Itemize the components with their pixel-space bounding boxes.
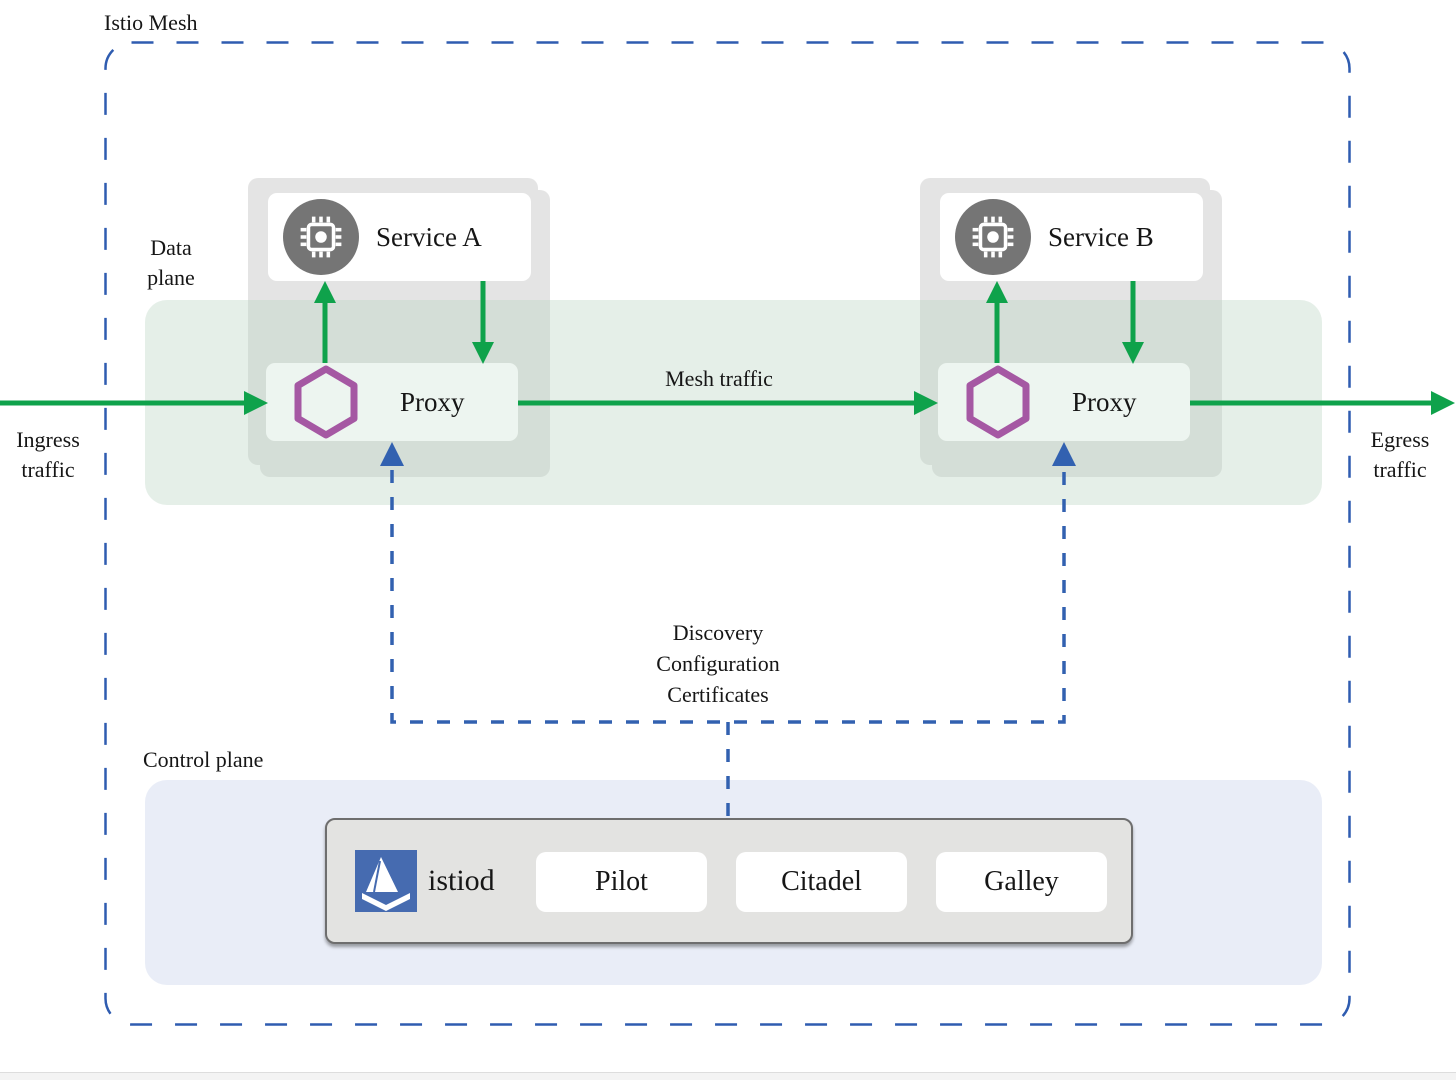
proxy-a-label: Proxy	[400, 386, 465, 417]
chip-icon	[283, 199, 359, 275]
ingress-label-line1: Ingress	[16, 427, 80, 452]
data-plane-label: Data plane	[115, 233, 227, 293]
service-a-name: Service A	[376, 221, 482, 252]
control-link-line1: Discovery	[672, 620, 764, 645]
proxy-b-box: Proxy	[938, 363, 1190, 441]
service-a-box: Service A	[268, 193, 531, 281]
control-link-label: Discovery Configuration Certificates	[568, 617, 868, 710]
mesh-traffic-label: Mesh traffic	[665, 366, 773, 391]
data-plane-label-line2: plane	[147, 265, 195, 290]
envoy-hexagon-icon	[965, 365, 1031, 439]
data-plane-label-line1: Data	[150, 235, 192, 260]
proxy-a-box: Proxy	[266, 363, 518, 441]
proxy-b-label: Proxy	[1072, 386, 1137, 417]
service-b-box: Service B	[940, 193, 1203, 281]
istiod-label: istiod	[428, 864, 495, 897]
ingress-label-line2: traffic	[21, 457, 75, 482]
chip-icon	[955, 199, 1031, 275]
control-link-line2: Configuration	[656, 651, 780, 676]
egress-traffic-label: Egress traffic	[1348, 425, 1452, 485]
component-galley: Galley	[936, 852, 1107, 912]
istio-sail-icon	[355, 850, 417, 912]
component-citadel: Citadel	[736, 852, 907, 912]
control-link-line3: Certificates	[667, 682, 769, 707]
egress-label-line1: Egress	[1370, 427, 1430, 452]
page-bottom-strip	[0, 1072, 1456, 1080]
ingress-traffic-label: Ingress traffic	[0, 425, 96, 485]
component-pilot: Pilot	[536, 852, 707, 912]
service-b-name: Service B	[1048, 221, 1154, 252]
control-plane-label: Control plane	[143, 747, 264, 772]
egress-arrow-head	[1431, 391, 1455, 415]
istio-mesh-title: Istio Mesh	[104, 10, 198, 35]
envoy-hexagon-icon	[293, 365, 359, 439]
egress-label-line2: traffic	[1373, 457, 1427, 482]
